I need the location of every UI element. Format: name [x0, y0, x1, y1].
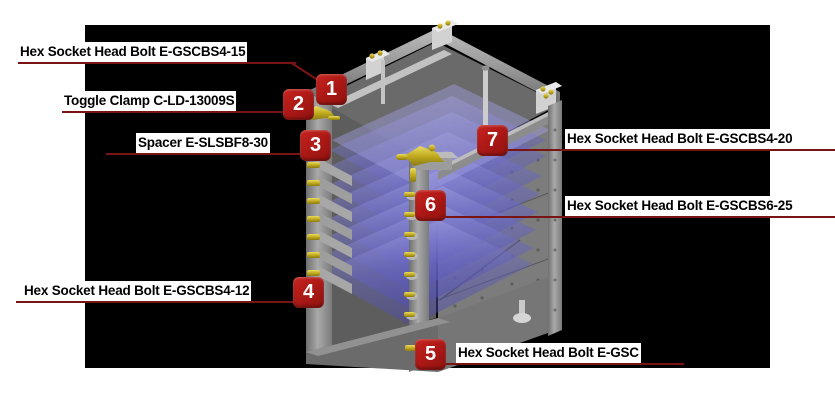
callout-5-label: Hex Socket Head Bolt E-GSC — [456, 343, 641, 363]
callout-5-badge[interactable]: 5 — [415, 339, 446, 370]
callout-1-leader-line — [18, 62, 296, 64]
callout-4-label: Hex Socket Head Bolt E-GSCBS4-12 — [22, 281, 252, 301]
callout-1-label: Hex Socket Head Bolt E-GSCBS4-15 — [18, 42, 248, 62]
callout-7-label: Hex Socket Head Bolt E-GSCBS4-20 — [565, 129, 795, 149]
callout-2-label: Toggle Clamp C-LD-13009S — [62, 91, 237, 111]
callout-2-leader-line — [62, 111, 296, 113]
callout-7-leader-line — [500, 149, 835, 151]
callout-6-badge[interactable]: 6 — [415, 190, 446, 221]
callout-3-leader-line — [106, 153, 314, 155]
callout-4-leader-line — [16, 301, 306, 303]
callout-7-badge[interactable]: 7 — [477, 125, 508, 156]
callout-1-badge[interactable]: 1 — [316, 74, 347, 105]
callout-3-label: Spacer E-SLSBF8-30 — [136, 133, 270, 153]
callout-6-label: Hex Socket Head Bolt E-GSCBS6-25 — [565, 196, 795, 216]
callout-3-badge[interactable]: 3 — [300, 130, 331, 161]
callout-4-badge[interactable]: 4 — [293, 277, 324, 308]
callout-6-leader-line — [437, 216, 835, 218]
callout-2-badge[interactable]: 2 — [283, 89, 314, 120]
callout-5-leader-line — [444, 363, 684, 365]
